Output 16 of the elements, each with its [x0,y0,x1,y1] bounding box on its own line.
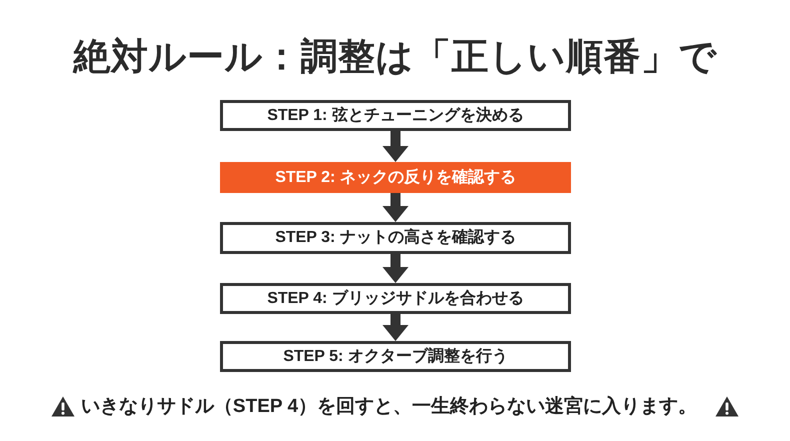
down-arrow [382,193,408,222]
step-box [220,100,571,131]
warning-note: いきなりサドル（STEP 4）を回すと、一生終わらない迷宮に入ります。 [80,397,698,416]
step-text: STEP 1: 弦とチューニングを決める [267,108,524,124]
step-text: STEP 3: ナットの高さを確認する [275,230,516,246]
step-box [220,341,571,372]
title: 絶対ルール：調整は「正しい順番」で [73,38,717,75]
down-arrow [382,254,408,283]
step-text: STEP 4: ブリッジサドルを合わせる [267,290,524,306]
highlighted-step-box [220,162,571,193]
step-box [220,222,571,254]
down-arrow [382,314,408,341]
down-arrow [382,131,408,162]
step-box [220,283,571,314]
step-text: STEP 5: オクターブ調整を行う [283,348,508,364]
step-text: STEP 2: ネックの反りを確認する [275,170,516,186]
